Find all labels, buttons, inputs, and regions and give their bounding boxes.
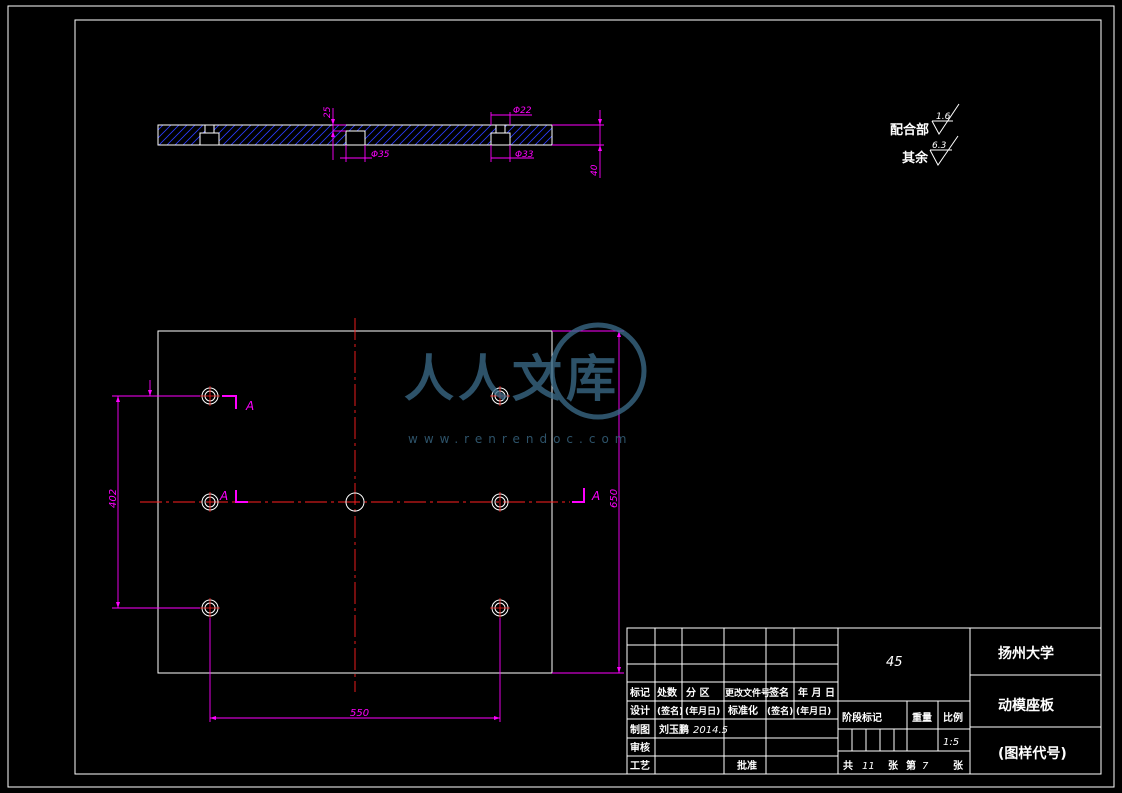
roughness-mating-label: 配合部 xyxy=(890,122,929,138)
inner-frame xyxy=(74,19,1102,775)
tb-sheet-unit2: 张 xyxy=(953,759,964,772)
roughness-mating-value: 1.6 xyxy=(936,112,951,122)
tb-review-label: 审核 xyxy=(630,741,650,754)
hole-center xyxy=(345,492,365,512)
section-mark-a-2: A xyxy=(219,489,228,503)
tb-header-zone: 分 区 xyxy=(686,686,709,699)
roughness-symbol-icon xyxy=(929,135,959,166)
roughness-other-value: 6.3 xyxy=(932,141,947,151)
roughness-notes: 配合部 1.6 其余 6.3 xyxy=(890,103,960,166)
dim-phi22: Φ22 xyxy=(513,106,532,116)
outer-frame xyxy=(7,5,1115,788)
tb-scale: 1:5 xyxy=(943,737,959,748)
tb-sheet-no-prefix: 第 xyxy=(906,759,916,772)
tb-material: 45 xyxy=(886,655,903,670)
watermark-url: www.renrendoc.com xyxy=(408,432,632,446)
dim-40: 40 xyxy=(590,164,600,176)
tb-design-sign: (签名) xyxy=(657,705,683,717)
tb-approve-label: 批准 xyxy=(737,759,757,772)
watermark: 人人文库 www.renrendoc.com xyxy=(404,322,647,446)
tb-school: 扬州大学 xyxy=(998,645,1054,662)
plan-view: A A A 402 650 550 xyxy=(108,318,624,722)
tb-drafter: 刘玉鹏 xyxy=(659,723,689,736)
tb-scale-label: 比例 xyxy=(943,711,963,724)
tb-standardize-sign: (签名) xyxy=(767,705,793,717)
section-hole-center xyxy=(345,130,366,146)
tb-process-label: 工艺 xyxy=(630,759,650,772)
dim-550: 550 xyxy=(350,708,369,719)
tb-part-name: 动模座板 xyxy=(998,697,1055,714)
tb-sheet-unit: 张 xyxy=(888,759,899,772)
tb-design-label: 设计 xyxy=(630,704,650,717)
roughness-symbol-icon xyxy=(931,103,960,135)
watermark-text: 人人文库 xyxy=(404,350,620,408)
section-view: 25 Φ22 Φ35 Φ33 40 xyxy=(157,106,604,178)
tb-draft-date: 2014.5 xyxy=(693,725,728,736)
tb-drafting-label: 制图 xyxy=(630,723,650,736)
roughness-other-label: 其余 xyxy=(902,150,929,166)
tb-standardize-label: 标准化 xyxy=(727,704,758,717)
dim-phi35: Φ35 xyxy=(371,150,390,160)
dim-650: 650 xyxy=(609,489,620,508)
tb-header-date: 年 月 日 xyxy=(798,686,835,699)
tb-sheets-total-prefix: 共 xyxy=(843,759,853,772)
title-block xyxy=(626,627,1102,775)
tb-standardize-date: (年月日) xyxy=(796,705,831,717)
dim-phi33: Φ33 xyxy=(515,150,534,160)
tb-stage-label: 阶段标记 xyxy=(842,711,882,724)
tb-sheet-no: 7 xyxy=(922,761,929,772)
tb-drawing-code: (图样代号) xyxy=(998,745,1067,762)
tb-header-change-doc: 更改文件号 xyxy=(725,687,770,699)
tb-design-date: (年月日) xyxy=(685,705,720,717)
section-hole-left xyxy=(199,124,220,146)
section-mark-a-3: A xyxy=(591,489,600,503)
tb-header-mark: 标记 xyxy=(629,686,650,699)
dim-25: 25 xyxy=(323,106,333,118)
tb-header-sign: 签名 xyxy=(768,686,789,699)
tb-weight-label: 重量 xyxy=(912,711,932,724)
tb-sheets-total: 11 xyxy=(862,761,875,772)
section-mark-a-1: A xyxy=(245,399,254,413)
tb-header-count: 处数 xyxy=(656,686,678,699)
section-hole-right xyxy=(490,124,511,146)
dim-402: 402 xyxy=(108,489,119,508)
